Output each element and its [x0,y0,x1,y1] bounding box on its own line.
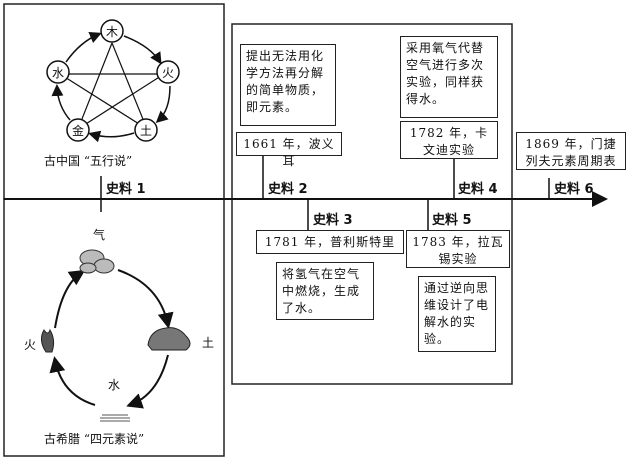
history-label-5: 史料 5 [432,213,472,228]
fire-icon [40,328,55,353]
greece-caption: 古希腊 “四元素说” [44,432,145,446]
history-label-1: 史料 1 [106,182,146,197]
greece-water-element: 水 [108,378,121,392]
box-1869: 1869 年，门捷列夫元素周期表 [516,132,626,170]
box-1783-year: 1783 年，拉瓦锡实验 [406,230,510,268]
five-elements-cycle [51,31,171,143]
box-1781-desc: 将氢气在空气中燃烧，生成了水。 [276,262,374,320]
four-elements-cycle [49,269,174,409]
wood-element: 木 [106,25,119,39]
earth-element: 土 [140,124,153,138]
china-caption: 古中国 “五行说” [44,154,133,168]
greece-fire-element: 火 [24,338,37,352]
history-label-2: 史料 2 [268,182,308,197]
timeline-ticks [100,156,550,230]
water-icon [100,414,130,422]
fire-element: 火 [162,66,175,80]
box-1781-year: 1781 年，普利斯特里 [256,230,404,254]
timeline-frame [231,23,513,385]
history-label-3: 史料 3 [313,213,353,228]
greece-earth-element: 土 [202,336,215,350]
history-label-6: 史料 6 [554,182,594,197]
five-element-circles [46,19,180,142]
box-1782-desc: 采用氧气代替空气进行多次实验，同样获得水。 [400,36,498,118]
box-1661-desc: 提出无法用化学方法再分解的简单物质，即元素。 [240,44,336,126]
air-element: 气 [93,228,106,242]
metal-element: 金 [72,124,85,138]
box-1661-year: 1661 年，波义耳 [236,132,342,168]
history-label-4: 史料 4 [458,182,498,197]
greece-frame [3,198,225,457]
water-element: 水 [52,66,65,80]
box-1783-desc: 通过逆向思维设计了电解水的实验。 [418,276,496,352]
box-1782-year: 1782 年，卡文迪实验 [400,121,498,159]
five-elements-star [59,42,165,130]
air-cloud-icon [79,249,115,274]
earth-rock-icon [147,327,191,351]
